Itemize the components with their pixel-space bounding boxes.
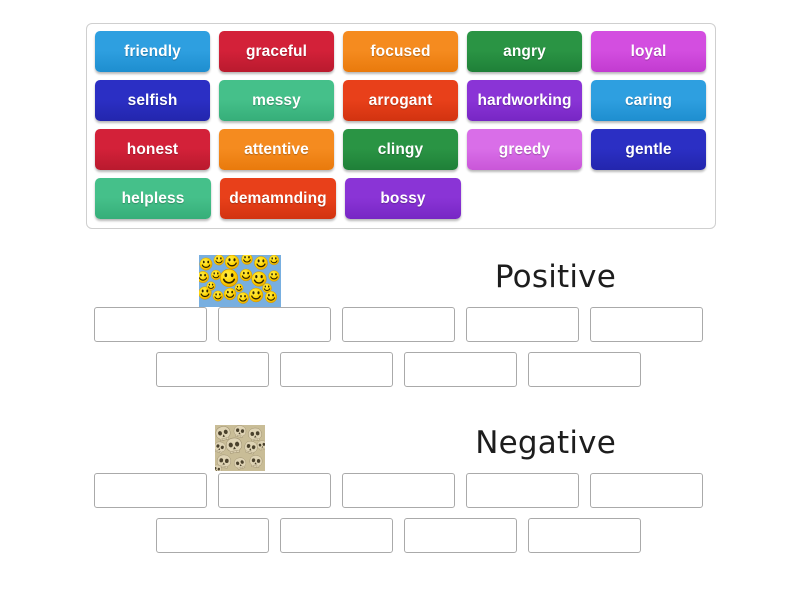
word-tile-label: caring xyxy=(624,91,673,109)
word-tile-label: arrogant xyxy=(368,91,433,109)
word-tile-label: gentle xyxy=(625,140,672,158)
word-tile-honest[interactable]: honest xyxy=(95,129,210,170)
word-tile-caring[interactable]: caring xyxy=(591,80,706,121)
drop-slot[interactable] xyxy=(280,352,393,387)
word-tile-attentive[interactable]: attentive xyxy=(219,129,334,170)
skulls-image xyxy=(215,425,265,471)
category-title: Negative xyxy=(475,425,616,461)
word-tile-loyal[interactable]: loyal xyxy=(591,31,706,72)
word-tile-bossy[interactable]: bossy xyxy=(345,178,461,219)
word-bank-container: friendly graceful focused angry loyal selfis… xyxy=(86,23,716,229)
drop-slot[interactable] xyxy=(404,518,517,553)
word-tile-label: graceful xyxy=(245,42,308,60)
category-title: Positive xyxy=(494,259,616,295)
word-tile-label: attentive xyxy=(244,140,309,158)
drop-slot-row xyxy=(0,473,800,508)
drop-slot-row xyxy=(0,352,800,387)
drop-slot[interactable] xyxy=(528,352,641,387)
word-tile-label: clingy xyxy=(377,140,424,158)
drop-slot[interactable] xyxy=(342,307,455,342)
category-negative: Negative xyxy=(0,411,800,553)
drop-slot[interactable] xyxy=(218,307,331,342)
word-tile-hardworking[interactable]: hardworking xyxy=(467,80,582,121)
drop-slot[interactable] xyxy=(218,473,331,508)
word-tile-label: focused xyxy=(370,42,431,60)
word-tile-label: angry xyxy=(503,42,546,60)
word-tile-arrogant[interactable]: arrogant xyxy=(343,80,458,121)
word-tile-label: hardworking xyxy=(477,91,572,109)
drop-slot[interactable] xyxy=(94,473,207,508)
word-tile-label: greedy xyxy=(498,140,551,158)
drop-slot[interactable] xyxy=(404,352,517,387)
drop-slot[interactable] xyxy=(528,518,641,553)
word-tile-clingy[interactable]: clingy xyxy=(343,129,458,170)
word-tile-label: messy xyxy=(252,91,301,109)
drop-slot[interactable] xyxy=(590,473,703,508)
drop-slot[interactable] xyxy=(156,518,269,553)
drop-slot-row xyxy=(0,307,800,342)
category-header: Negative xyxy=(0,411,800,473)
word-tile-greedy[interactable]: greedy xyxy=(467,129,582,170)
word-tile-angry[interactable]: angry xyxy=(467,31,582,72)
category-positive: Positive xyxy=(0,245,800,387)
drop-slot[interactable] xyxy=(342,473,455,508)
word-bank-row: selfish messy arrogant hardworking caring xyxy=(87,80,715,129)
word-bank-row: friendly graceful focused angry loyal xyxy=(87,31,715,80)
word-tile-focused[interactable]: focused xyxy=(343,31,458,72)
word-tile-gentle[interactable]: gentle xyxy=(591,129,706,170)
word-tile-graceful[interactable]: graceful xyxy=(219,31,334,72)
drop-slot[interactable] xyxy=(590,307,703,342)
drop-slot-row xyxy=(0,518,800,553)
word-bank-row: helpless demamnding bossy xyxy=(87,178,715,227)
word-tile-label: friendly xyxy=(124,42,181,60)
word-tile-label: helpless xyxy=(121,189,185,207)
word-tile-selfish[interactable]: selfish xyxy=(95,80,210,121)
word-tile-label: honest xyxy=(126,140,179,158)
smiley-faces-image xyxy=(199,255,281,307)
word-bank-row: honest attentive clingy greedy gentle xyxy=(87,129,715,178)
word-tile-helpless[interactable]: helpless xyxy=(95,178,211,219)
word-tile-label: selfish xyxy=(127,91,178,109)
drop-slot[interactable] xyxy=(94,307,207,342)
word-tile-label: loyal xyxy=(630,42,667,60)
word-tile-label: demamnding xyxy=(229,189,327,207)
word-tile-friendly[interactable]: friendly xyxy=(95,31,210,72)
drop-slot[interactable] xyxy=(280,518,393,553)
drop-slot[interactable] xyxy=(466,307,579,342)
word-tile-label: bossy xyxy=(380,189,426,207)
word-tile-messy[interactable]: messy xyxy=(219,80,334,121)
category-header: Positive xyxy=(0,245,800,307)
word-tile-demamnding[interactable]: demamnding xyxy=(220,178,336,219)
drop-slot[interactable] xyxy=(156,352,269,387)
drop-slot[interactable] xyxy=(466,473,579,508)
